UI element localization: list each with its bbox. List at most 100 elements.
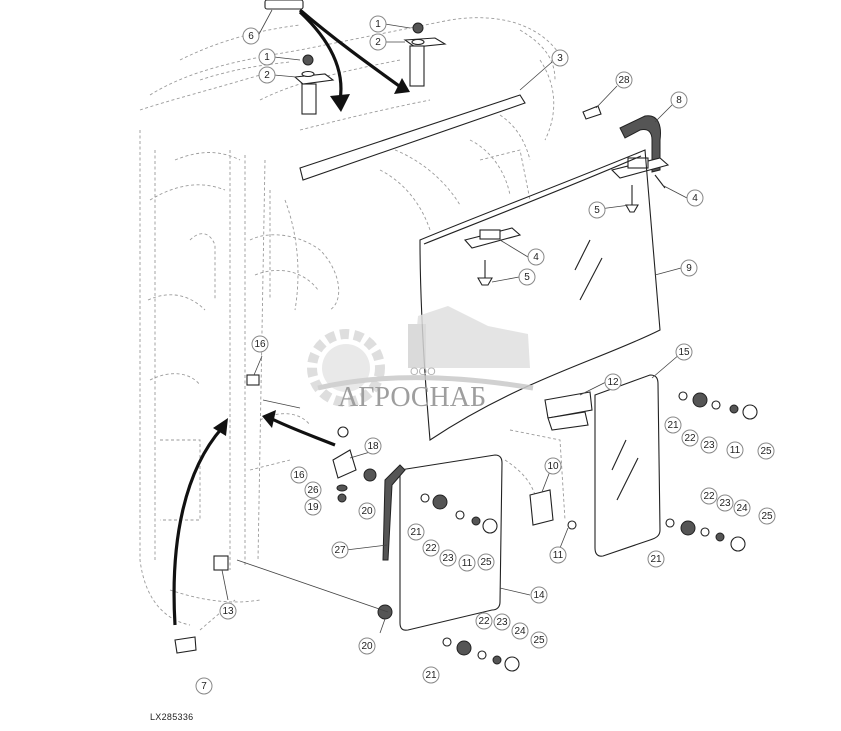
callout-number: 9 [686, 263, 692, 274]
callout-number: 25 [761, 511, 773, 522]
fastener-stack-lower-right [665, 518, 746, 552]
callout-bubble [358, 637, 376, 655]
callout-bubble [757, 442, 775, 460]
callout-2: 2 [258, 66, 276, 84]
callout-12: 12 [604, 373, 622, 391]
callout-24: 24 [511, 622, 529, 640]
callout-bubble [422, 539, 440, 557]
sticker-28 [582, 105, 602, 120]
callout-number: 22 [478, 616, 490, 627]
callout-bubble [726, 441, 744, 459]
hardware [174, 374, 758, 672]
roof-bracket-left [293, 54, 335, 115]
callout-22: 22 [475, 612, 493, 630]
callout-number: 20 [361, 641, 373, 652]
callout-22: 22 [422, 539, 440, 557]
callout-bubble [675, 343, 693, 361]
callout-bubble [475, 612, 493, 630]
callout-number: 2 [264, 70, 270, 81]
callout-bubble [530, 631, 548, 649]
callout-11: 11 [726, 441, 744, 459]
callout-number: 11 [553, 550, 564, 561]
callout-23: 23 [700, 436, 718, 454]
callout-bubble [369, 15, 387, 33]
fastener-stack-window-14-lower [442, 637, 520, 672]
callout-4: 4 [686, 189, 704, 207]
callout-number: 23 [496, 617, 508, 628]
callout-bubble [422, 666, 440, 684]
callout-number: 12 [607, 377, 619, 388]
callout-25: 25 [530, 631, 548, 649]
callout-bubble [511, 622, 529, 640]
callout-number: 14 [533, 590, 545, 601]
callout-bubble [258, 66, 276, 84]
callout-14: 14 [530, 586, 548, 604]
callout-number: 4 [533, 252, 539, 263]
callout-bubble [615, 71, 633, 89]
callout-number: 25 [480, 557, 492, 568]
callout-23: 23 [493, 613, 511, 631]
callout-bubble [407, 523, 425, 541]
watermark-logo: ООО АГРОСНАБ [298, 296, 548, 436]
arrow-to-hinge [269, 416, 336, 447]
callout-23: 23 [716, 494, 734, 512]
callout-bubble [477, 553, 495, 571]
callout-21: 21 [422, 666, 440, 684]
callout-24: 24 [733, 499, 751, 517]
callout-number: 5 [524, 272, 530, 283]
callout-number: 18 [367, 441, 379, 452]
callout-1: 1 [369, 15, 387, 33]
sticker-7 [174, 636, 197, 654]
watermark-company: АГРОСНАБ [338, 382, 486, 413]
callout-bubble [604, 373, 622, 391]
callout-21: 21 [407, 523, 425, 541]
callout-27: 27 [331, 541, 349, 559]
callout-number: 26 [307, 485, 319, 496]
callout-number: 6 [248, 31, 254, 42]
callout-22: 22 [700, 487, 718, 505]
callout-number: 4 [692, 193, 698, 204]
callout-15: 15 [675, 343, 693, 361]
callout-bubble [458, 554, 476, 572]
callout-number: 21 [410, 527, 422, 538]
callout-number: 21 [425, 670, 437, 681]
callout-bubble [700, 487, 718, 505]
callout-bubble [251, 335, 269, 353]
callout-number: 13 [222, 606, 234, 617]
callout-7: 7 [195, 677, 213, 695]
callout-20: 20 [358, 502, 376, 520]
callout-bubble [195, 677, 213, 695]
callout-number: 5 [594, 205, 600, 216]
callout-bubble [439, 549, 457, 567]
callout-number: 23 [719, 498, 731, 509]
callout-bubble [518, 268, 536, 286]
callout-bubble [686, 189, 704, 207]
handle-8 [619, 115, 661, 173]
callout-number: 22 [703, 491, 715, 502]
callout-bubble [242, 27, 260, 45]
callout-18: 18 [364, 437, 382, 455]
callout-number: 23 [442, 553, 454, 564]
callout-28: 28 [615, 71, 633, 89]
roof-parts [264, 0, 670, 213]
latch-centre [463, 227, 522, 286]
seal-strip-3 [299, 94, 526, 181]
cab-frame-outline [139, 17, 566, 631]
sticker-6 [264, 0, 304, 10]
callout-number: 21 [667, 420, 679, 431]
callout-bubble [364, 437, 382, 455]
callout-bubble [700, 436, 718, 454]
callout-bubble [219, 602, 237, 620]
callout-number: 16 [293, 470, 305, 481]
callout-bubble [358, 502, 376, 520]
callout-bubble [369, 33, 387, 51]
callout-number: 22 [425, 543, 437, 554]
gear-tractor-icon: ООО АГРОСНАБ [307, 306, 534, 413]
callout-number: 11 [730, 445, 741, 456]
callout-number: 10 [547, 461, 559, 472]
arrow-to-roof-left [298, 10, 343, 101]
callout-16: 16 [251, 335, 269, 353]
callout-26: 26 [304, 481, 322, 499]
callout-bubble [493, 613, 511, 631]
callout-number: 7 [201, 681, 207, 692]
